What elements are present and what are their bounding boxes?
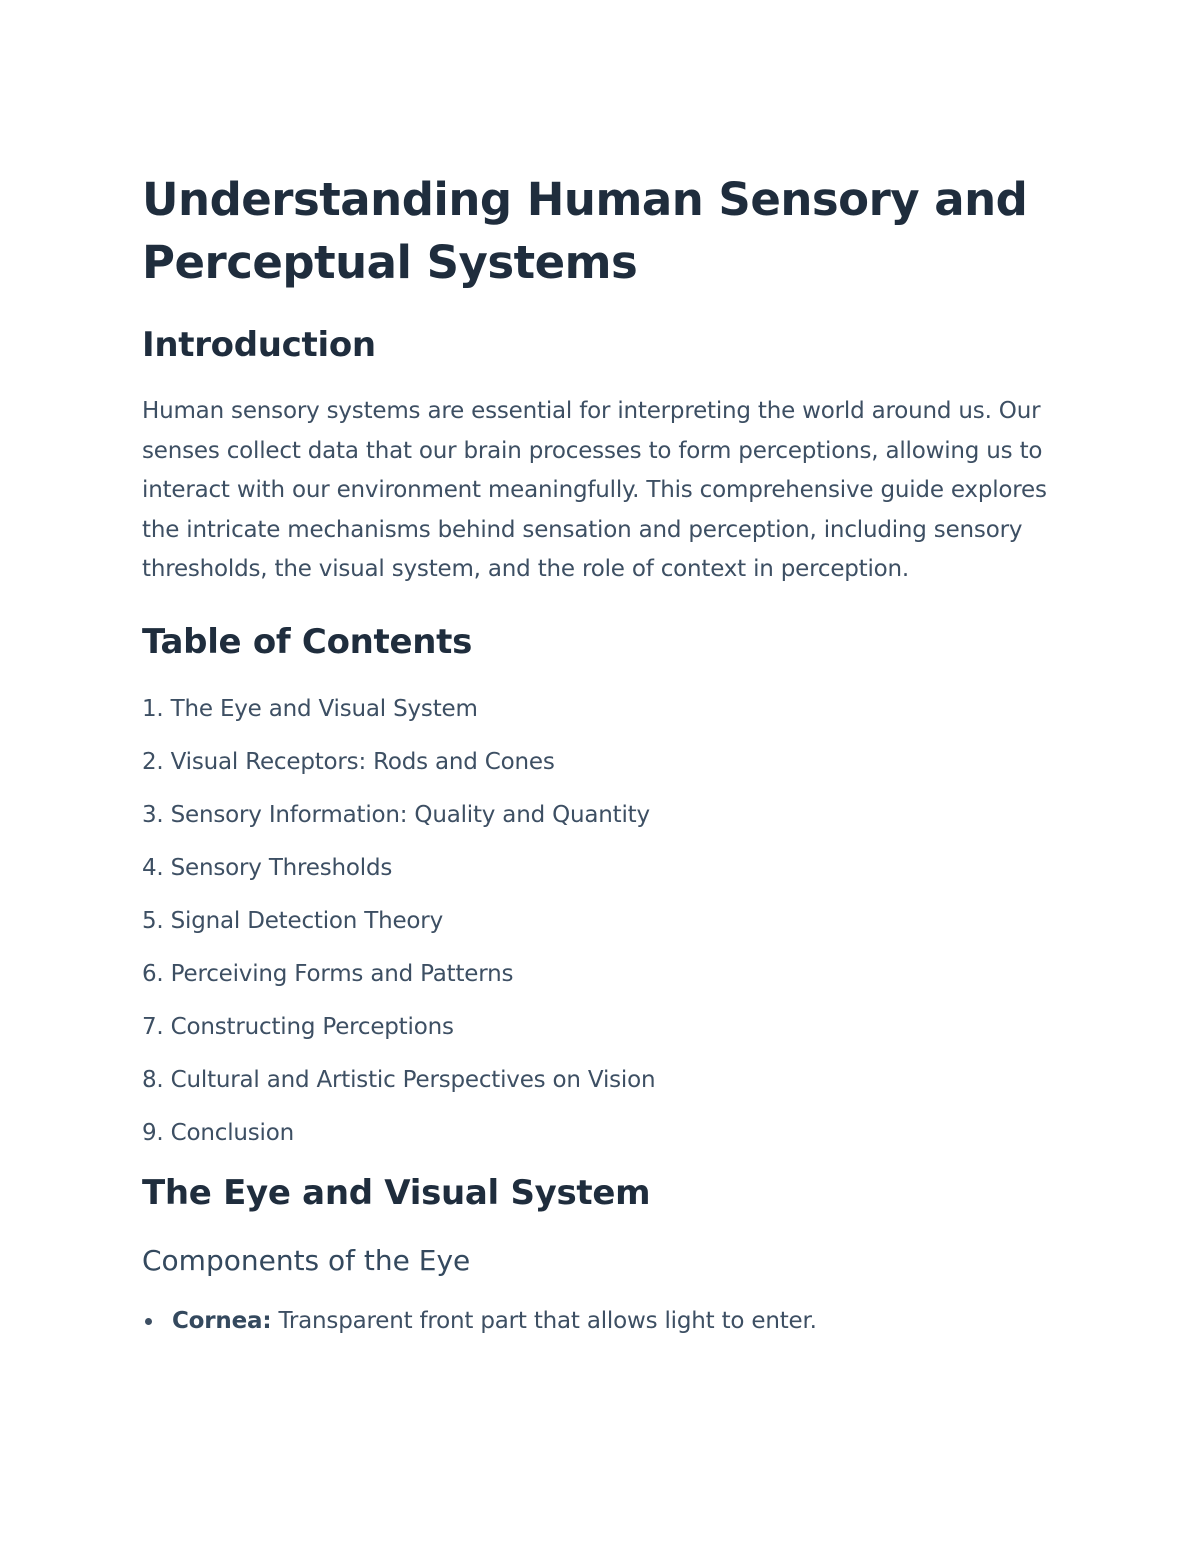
bullet-term: Cornea: — [172, 1307, 272, 1334]
toc-item: 9. Conclusion — [142, 1119, 294, 1146]
toc-item: 4. Sensory Thresholds — [142, 854, 393, 881]
list-item: Cornea: Transparent front part that allo… — [142, 1306, 1060, 1336]
toc-item: 8. Cultural and Artistic Perspectives on… — [142, 1066, 656, 1093]
eye-visual-system-heading: The Eye and Visual System — [142, 1172, 651, 1213]
bullet-text: Transparent front part that allows light… — [271, 1307, 817, 1334]
document-title: Understanding Human Sensory and Perceptu… — [142, 173, 1028, 289]
bullet-icon — [145, 1317, 152, 1325]
toc-item: 3. Sensory Information: Quality and Quan… — [142, 801, 650, 828]
toc-item: 2. Visual Receptors: Rods and Cones — [142, 748, 555, 775]
toc-item: 7. Constructing Perceptions — [142, 1013, 454, 1040]
introduction-heading: Introduction — [142, 325, 376, 365]
toc-item: 6. Perceiving Forms and Patterns — [142, 960, 514, 987]
introduction-paragraph: Human sensory systems are essential for … — [142, 398, 1047, 583]
table-of-contents-heading: Table of Contents — [142, 621, 473, 662]
toc-item: 5. Signal Detection Theory — [142, 907, 443, 934]
eye-components-list: Cornea: Transparent front part that allo… — [142, 1306, 1060, 1336]
toc-item: 1. The Eye and Visual System — [142, 695, 478, 722]
components-of-eye-subheading: Components of the Eye — [142, 1243, 471, 1277]
table-of-contents-list: 1. The Eye and Visual System 2. Visual R… — [142, 694, 1060, 1171]
